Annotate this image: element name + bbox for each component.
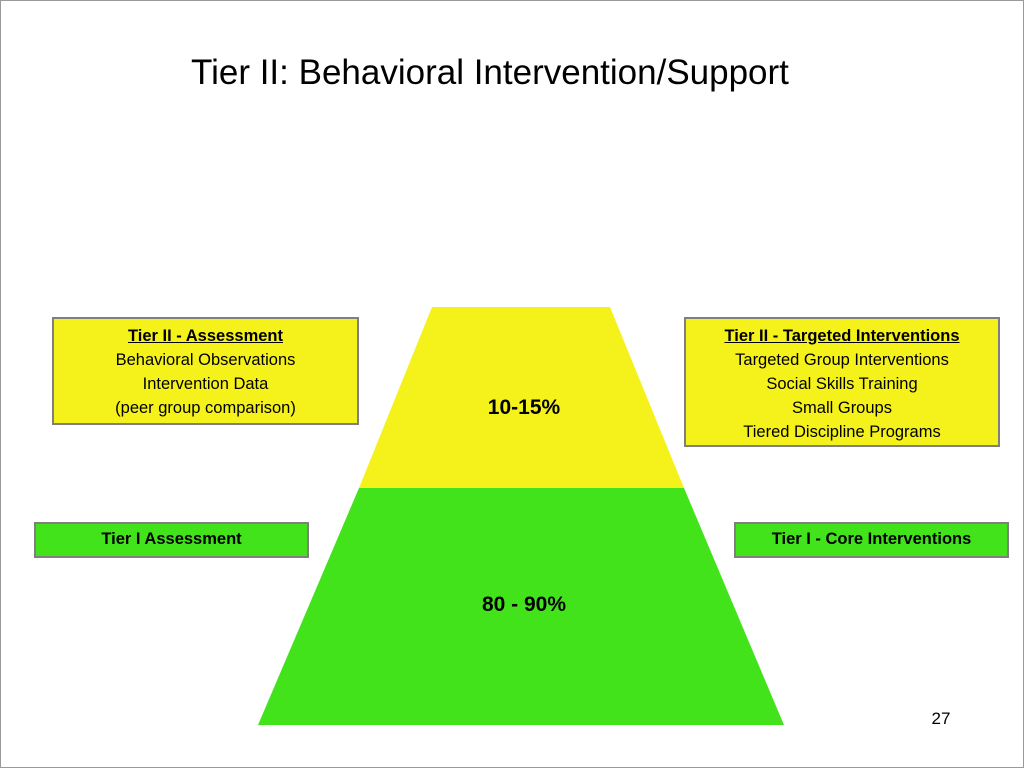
tier2-interventions-title: Tier II - Targeted Interventions [724,327,960,345]
slide-title: Tier II: Behavioral Intervention/Support [191,53,789,92]
bottom-tier-percentage: 80 - 90% [481,593,567,616]
tier2-assessment-title: Tier II - Assessment [128,327,283,345]
pyramid-top-tier [359,307,684,488]
tier2-assessment-line: (peer group comparison) [115,399,296,417]
pyramid-bottom-tier [258,488,784,725]
page-number: 27 [931,709,951,728]
tier1-interventions-box: Tier I - Core Interventions [734,522,1009,558]
tier2-assessment-line: Behavioral Observations [115,351,296,369]
tier2-interventions-line: Small Groups [792,399,892,417]
tier2-interventions-line: Social Skills Training [766,375,918,393]
tier2-assessment-line: Intervention Data [142,375,269,393]
top-tier-percentage: 10-15% [487,396,561,419]
tier1-assessment-box: Tier I Assessment [34,522,309,558]
tier2-interventions-box: Tier II - Targeted Interventions Targete… [684,317,1000,447]
tier2-interventions-line: Tiered Discipline Programs [743,423,941,441]
tier2-interventions-line: Targeted Group Interventions [735,351,949,369]
tier2-assessment-box: Tier II - Assessment Behavioral Observat… [52,317,359,425]
